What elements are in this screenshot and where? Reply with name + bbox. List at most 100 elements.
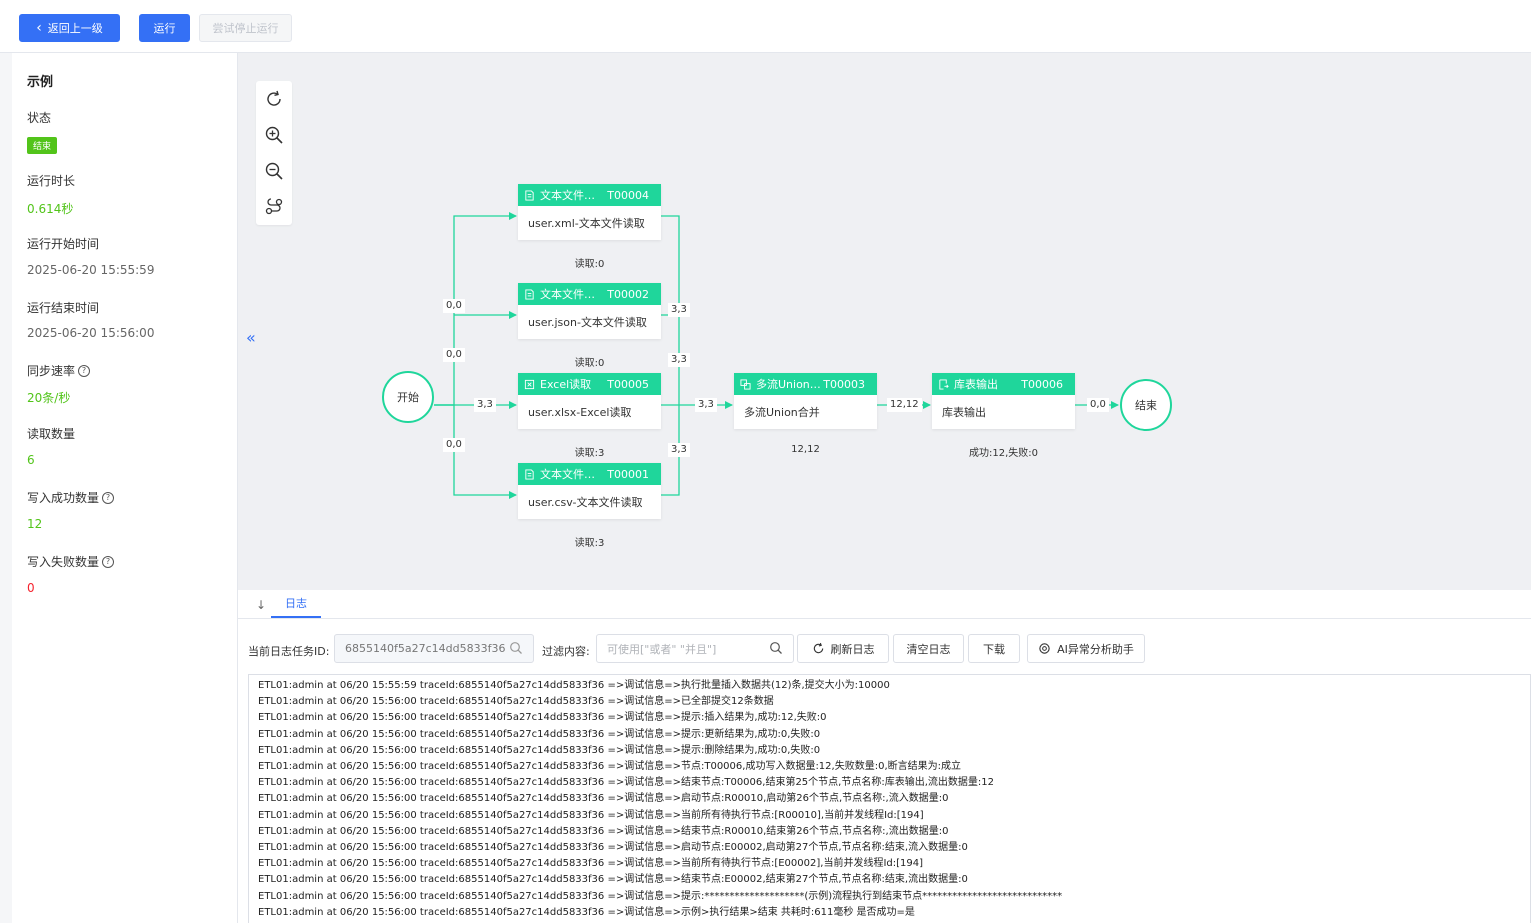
flow-edges <box>434 212 1119 499</box>
run-button[interactable]: 运行 <box>139 14 190 42</box>
stop-run-button[interactable]: 尝试停止运行 <box>199 14 292 42</box>
zoom-in-icon[interactable] <box>263 124 285 146</box>
node-t00001[interactable]: 文本文件… T00001 user.csv-文本文件读取 <box>518 463 661 519</box>
filter-placeholder: 可使用["或者" "并且"] <box>607 642 717 656</box>
node-t00005[interactable]: Excel读取 T00005 user.xlsx-Excel读取 <box>518 373 661 429</box>
ai-assistant-label: AI异常分析助手 <box>1057 642 1134 656</box>
collapse-panel-icon[interactable]: « <box>246 328 256 347</box>
log-line: ETL01:admin at 06/20 15:56:00 traceId:68… <box>258 712 827 724</box>
node-header: 文本文件… T00001 <box>518 463 661 485</box>
file-icon <box>525 189 534 201</box>
filter-label: 过滤内容: <box>542 645 590 658</box>
edge-label: 12,12 <box>887 398 922 412</box>
chevron-left-icon: ‹ <box>36 20 42 36</box>
write-fail-value: 0 <box>27 581 35 595</box>
auto-layout-icon[interactable] <box>263 196 285 218</box>
end-node[interactable]: 结束 <box>1120 379 1172 431</box>
write-success-label: 写入成功数量 ? <box>27 489 115 506</box>
start-time-value: 2025-06-20 15:55:59 <box>27 263 155 277</box>
task-id-input[interactable]: 6855140f5a27c14dd5833f36 <box>334 634 534 663</box>
help-icon[interactable]: ? <box>102 555 115 568</box>
node-header: 文本文件… T00004 <box>518 184 661 206</box>
write-success-label-text: 写入成功数量 <box>27 491 100 505</box>
refresh-icon[interactable] <box>263 88 285 110</box>
log-line: ETL01:admin at 06/20 15:56:00 traceId:68… <box>258 825 949 837</box>
log-line: ETL01:admin at 06/20 15:56:00 traceId:68… <box>258 906 915 918</box>
edge-label: 3,3 <box>668 353 690 367</box>
node-header: 库表输出 T00006 <box>932 373 1075 395</box>
node-stat: 成功:12,失败:0 <box>968 448 1038 459</box>
download-log-button[interactable]: 下载 <box>968 634 1020 663</box>
log-line: ETL01:admin at 06/20 15:56:00 traceId:68… <box>258 858 924 870</box>
edge-label: 3,3 <box>668 303 690 317</box>
node-body: user.csv-文本文件读取 <box>528 496 643 509</box>
log-line: ETL01:admin at 06/20 15:56:00 traceId:68… <box>258 696 774 708</box>
node-t00006[interactable]: 库表输出 T00006 库表输出 <box>932 373 1075 429</box>
filter-input[interactable]: 可使用["或者" "并且"] <box>596 634 794 663</box>
help-icon[interactable]: ? <box>102 491 115 504</box>
end-time-label: 运行结束时间 <box>27 301 100 315</box>
tab-log[interactable]: 日志 <box>271 590 321 618</box>
log-line: ETL01:admin at 06/20 15:56:00 traceId:68… <box>258 728 821 740</box>
search-icon[interactable] <box>769 641 783 655</box>
zoom-out-icon[interactable] <box>263 160 285 182</box>
log-line: ETL01:admin at 06/20 15:56:00 traceId:68… <box>258 793 949 805</box>
status-badge: 结束 <box>27 137 58 154</box>
node-stat: 读取:3 <box>574 448 605 459</box>
refresh-log-label: 刷新日志 <box>830 642 875 656</box>
node-title: 多流Union… <box>756 378 821 391</box>
edge-label: 0,0 <box>443 348 465 362</box>
clear-log-button[interactable]: 清空日志 <box>893 634 964 663</box>
log-tabs: ↓ 日志 <box>238 590 1531 619</box>
node-code: T00003 <box>823 377 865 391</box>
help-icon[interactable]: ? <box>78 364 91 377</box>
task-id-label: 当前日志任务ID: <box>248 645 330 658</box>
node-t00004[interactable]: 文本文件… T00004 user.xml-文本文件读取 <box>518 184 661 240</box>
log-output[interactable]: ETL01:admin at 06/20 15:55:59 traceId:68… <box>248 674 1531 923</box>
search-icon <box>510 642 522 654</box>
canvas-tools <box>256 81 292 225</box>
sync-rate-label: 同步速率 ? <box>27 362 91 379</box>
node-t00002[interactable]: 文本文件… T00002 user.json-文本文件读取 <box>518 283 661 339</box>
node-header: Excel读取 T00005 <box>518 373 661 395</box>
edge-label: 0,0 <box>443 438 465 452</box>
download-icon[interactable]: ↓ <box>256 598 267 612</box>
node-header: 多流Union… T00003 <box>734 373 877 395</box>
refresh-log-button[interactable]: 刷新日志 <box>797 634 889 663</box>
write-success-value: 12 <box>27 517 43 531</box>
ai-assistant-button[interactable]: AI异常分析助手 <box>1027 634 1145 663</box>
node-title: 文本文件… <box>540 288 595 301</box>
duration-value: 0.614秒 <box>27 202 74 216</box>
back-button-label: 返回上一级 <box>47 22 103 35</box>
end-time-value: 2025-06-20 15:56:00 <box>27 326 155 340</box>
node-stat: 读取:0 <box>574 358 605 369</box>
node-body: user.xml-文本文件读取 <box>528 217 645 230</box>
excel-icon <box>524 379 535 389</box>
status-label: 状态 <box>27 111 52 125</box>
log-line: ETL01:admin at 06/20 15:56:00 traceId:68… <box>258 874 968 886</box>
log-line: ETL01:admin at 06/20 15:56:00 traceId:68… <box>258 842 968 854</box>
top-toolbar: ‹ 返回上一级 运行 尝试停止运行 <box>0 0 1531 53</box>
node-stat: 12,12 <box>791 444 820 455</box>
node-body: user.json-文本文件读取 <box>528 316 647 329</box>
node-body: 库表输出 <box>942 406 986 419</box>
refresh-icon <box>813 642 823 654</box>
start-node[interactable]: 开始 <box>382 371 434 423</box>
node-code: T00006 <box>1021 377 1063 391</box>
file-icon <box>525 288 534 300</box>
node-title: 文本文件… <box>540 468 595 481</box>
write-fail-label-text: 写入失败数量 <box>27 555 100 569</box>
node-body: user.xlsx-Excel读取 <box>528 406 632 419</box>
flow-title: 示例 <box>27 75 54 90</box>
edge-label: 3,3 <box>668 443 690 457</box>
log-line: ETL01:admin at 06/20 15:56:00 traceId:68… <box>258 744 821 756</box>
sync-rate-label-text: 同步速率 <box>27 364 76 378</box>
node-title: 文本文件… <box>540 189 595 202</box>
node-title: Excel读取 <box>540 378 592 391</box>
flow-canvas[interactable]: « 0,0 0,0 3,3 0,0 3,3 3,3 3,3 <box>238 53 1531 590</box>
write-fail-label: 写入失败数量 ? <box>27 553 115 570</box>
log-line: ETL01:admin at 06/20 15:56:00 traceId:68… <box>258 890 1063 902</box>
node-t00003[interactable]: 多流Union… T00003 多流Union合并 <box>734 373 877 429</box>
task-id-value: 6855140f5a27c14dd5833f36 <box>345 642 506 655</box>
back-button[interactable]: ‹ 返回上一级 <box>19 14 120 42</box>
